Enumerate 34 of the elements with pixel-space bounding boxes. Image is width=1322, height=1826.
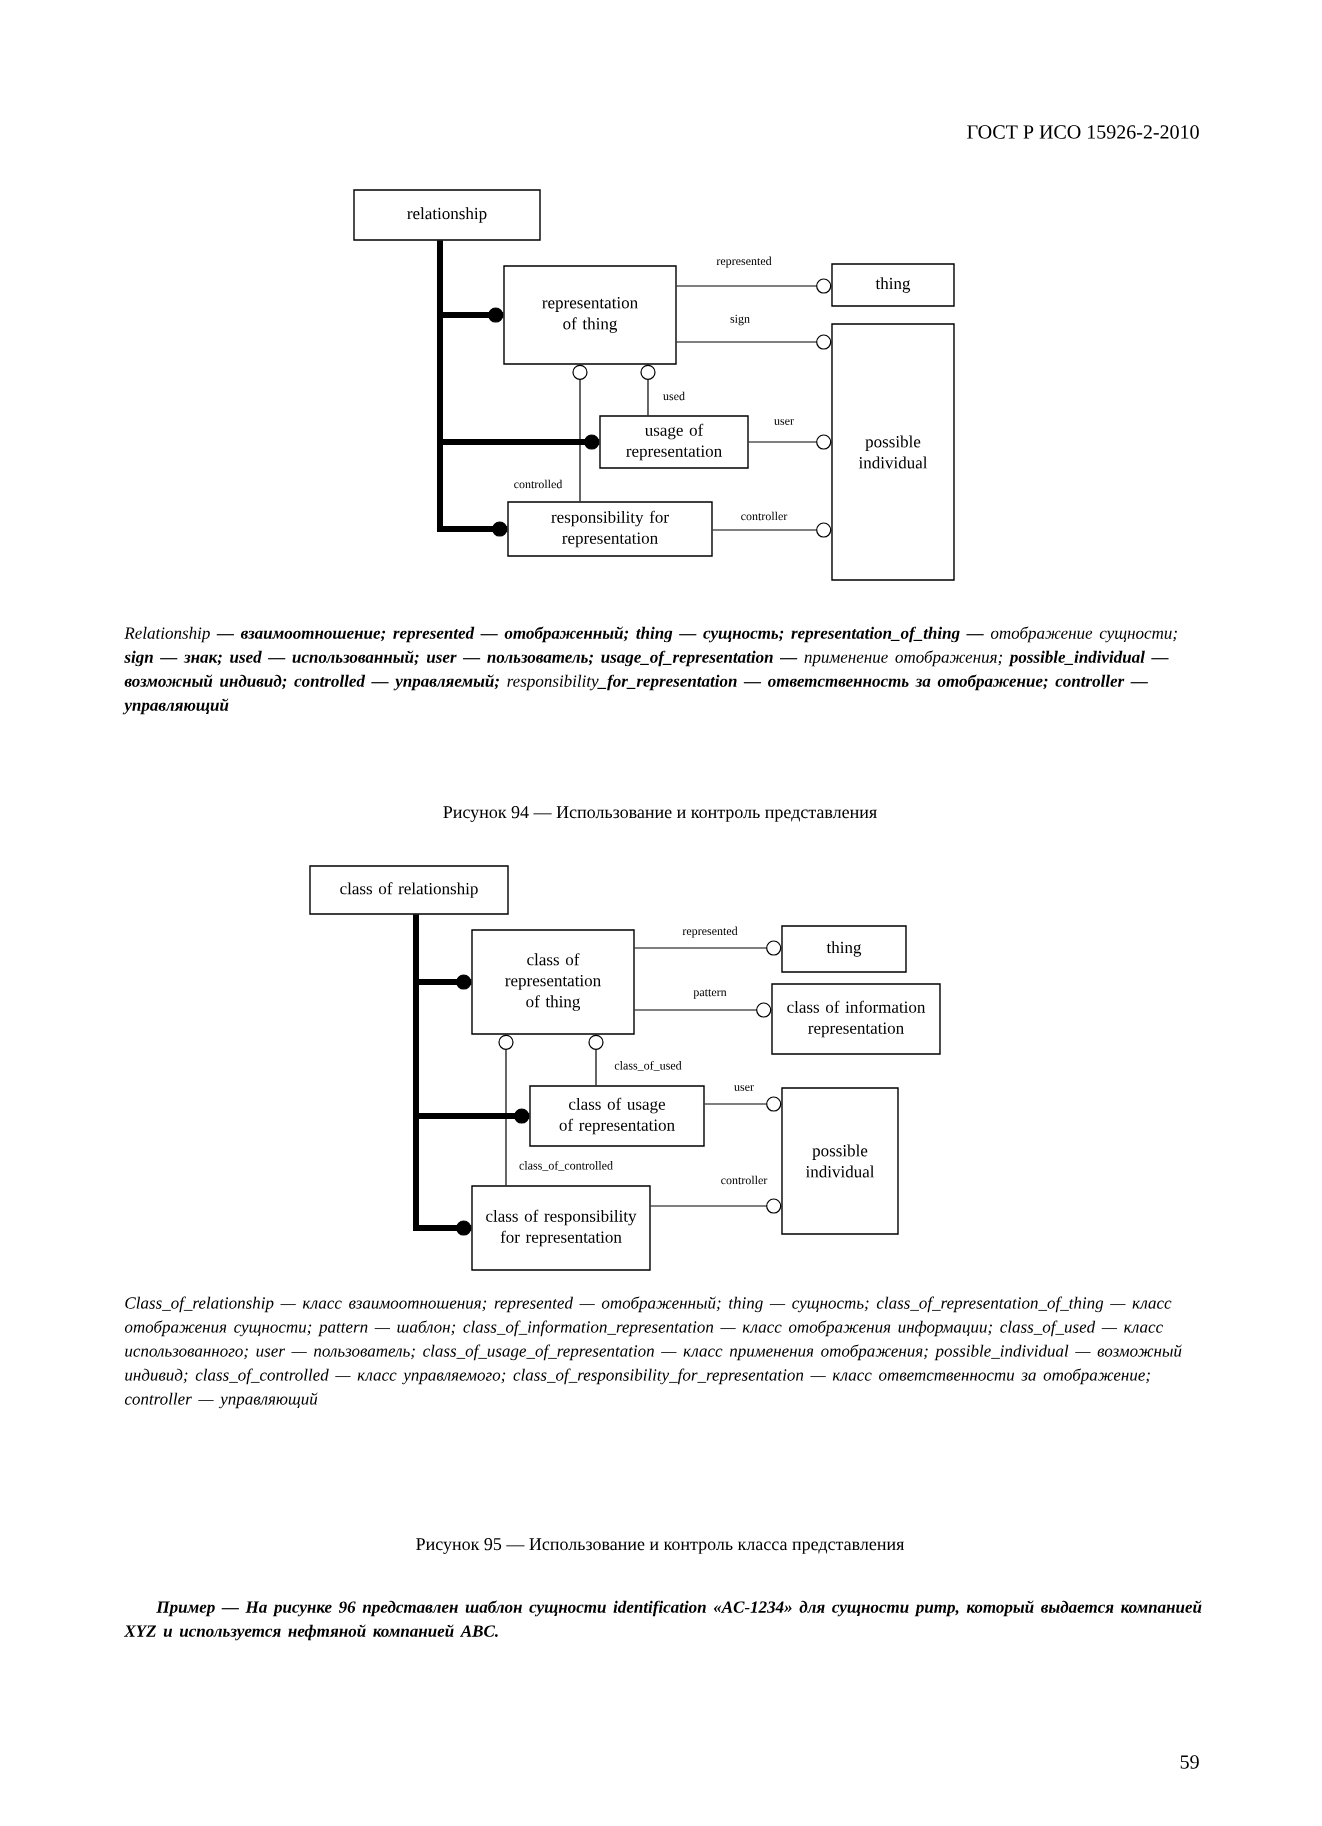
- entity-box: thing: [781, 925, 907, 973]
- relationship-line: [498, 1034, 514, 1186]
- entity-box: class of relationship: [309, 865, 509, 915]
- relationship-line: [676, 334, 832, 350]
- entity-box: class of responsibility for representation: [471, 1185, 651, 1271]
- relationship-line: [588, 1034, 604, 1086]
- relationship-line: [634, 940, 782, 956]
- entity-box: thing: [831, 263, 955, 307]
- relationship-line: [704, 1096, 782, 1112]
- glossary-paragraph: Class_of_relationship — класс взаимоотношения; represented — отображенный; thing — сущность; class_of_representation_of_thing — класс отображения сущности; pattern — шаблон; class_of_information_representation — класс отображения информации; class_of_used — класс использованного; user — пользователь; class_of_usage_of_representation — класс применения отображения; possible_individual — возможный индивид; class_of_controlled — класс управляемого; class_of_responsibility_for_representation — класс ответственности за отображение; controller — управляющий: [124, 1296, 1182, 1409]
- glossary-paragraph: Relationship — взаимоотношение; represented — отображенный; thing — сущность; representation_of_thing — отображение сущности; sign — знак; used — использованный; user — пользователь; usage_of_representation — применение отображения; possible_individual — возможный индивид; controlled — управляемый; responsibility_for_representation — ответственность за отображение; controller — управляющий: [122, 626, 1177, 715]
- relationship-line: [676, 278, 832, 294]
- entity-box: relationship: [353, 189, 541, 241]
- subtype-line: [437, 240, 508, 537]
- figure-caption: Рисунок 95 — Использование и контроль класса представления: [416, 1538, 905, 1554]
- relationship-line: [650, 1198, 782, 1214]
- relationship-line: [640, 364, 656, 416]
- relationship-line: [712, 522, 832, 538]
- subtype-line: [413, 914, 472, 1236]
- entity-box: possible individual: [781, 1087, 899, 1235]
- entity-box: class of information representation: [771, 983, 941, 1055]
- entity-box: usage of representation: [599, 415, 749, 469]
- entity-box: representation of thing: [503, 265, 677, 365]
- entity-box: class of usage of representation: [529, 1085, 705, 1147]
- relationship-line: [572, 364, 588, 502]
- note-paragraph: Пример — На рисунке 96 представлен шаблон сущности identification «AC-1234» для сущности pump, который выдается компанией XYZ и используется нефтяной компанией ABC.: [123, 1600, 1202, 1641]
- entity-box: class of representation of thing: [471, 929, 635, 1035]
- relationship-line: [748, 434, 832, 450]
- page-header: ГОСТ Р ИСО 15926-2-2010: [967, 125, 1199, 139]
- page-number: 59: [1180, 1755, 1199, 1769]
- relationship-line: [634, 1002, 772, 1018]
- entity-box: possible individual: [831, 323, 955, 581]
- entity-box: responsibility for representation: [507, 501, 713, 557]
- figure-caption: Рисунок 94 — Использование и контроль представления: [443, 806, 877, 822]
